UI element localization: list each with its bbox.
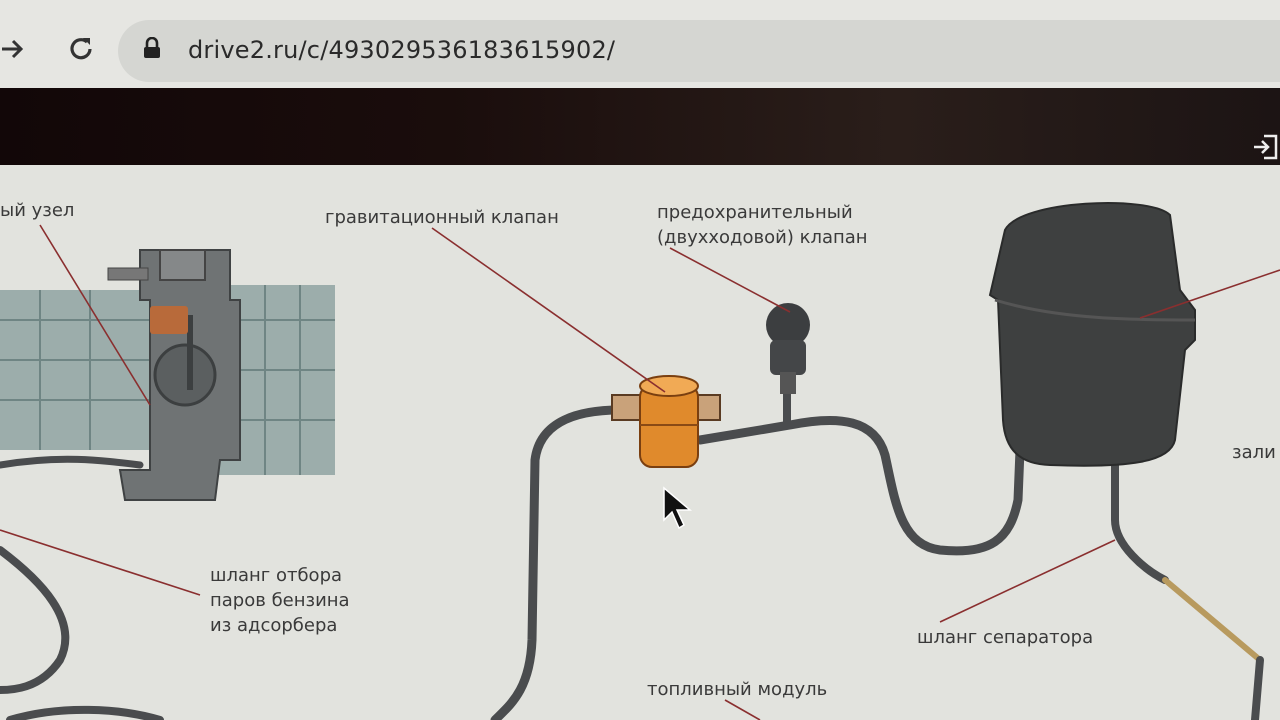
safety-valve <box>766 303 810 394</box>
label-vapor-hose: шланг отбора паров бензина из адсорбера <box>210 563 350 638</box>
label-fuel-module: топливный модуль <box>647 677 827 702</box>
label-safety-valve: предохранительный (двухходовой) клапан <box>657 200 868 250</box>
mouse-cursor <box>664 488 690 528</box>
label-filler: зали <box>1232 440 1276 465</box>
separator-tank <box>990 203 1195 466</box>
label-node: ый узел <box>0 198 74 223</box>
label-separator-hose: шланг сепаратора <box>917 625 1093 650</box>
label-gravity-valve: гравитационный клапан <box>325 205 559 230</box>
gravity-valve <box>612 376 720 467</box>
